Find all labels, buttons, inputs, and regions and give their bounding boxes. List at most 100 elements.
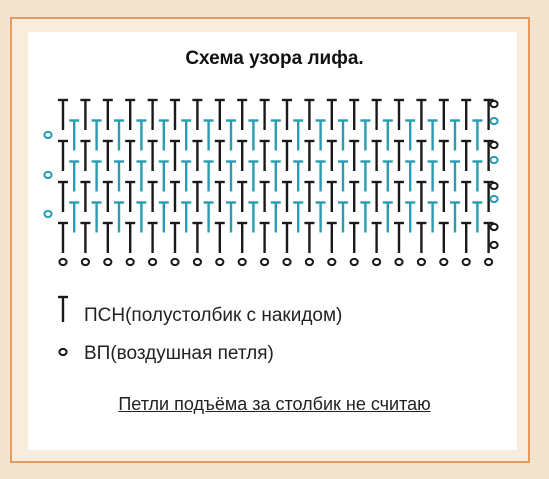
foundation-chain [237, 257, 247, 267]
hdc-stitch [371, 180, 382, 212]
hdc-stitch-teal [360, 160, 371, 192]
hdc-stitch [349, 98, 360, 130]
hdc-stitch [483, 139, 494, 171]
hdc-stitch-teal [69, 160, 80, 192]
hdc-stitch-teal [248, 160, 259, 192]
hdc-stitch-teal [427, 160, 438, 192]
hdc-stitch [125, 180, 136, 212]
hdc-stitch-teal [226, 119, 236, 151]
hdc-stitch-teal [315, 201, 326, 233]
hdc-stitch-teal [69, 119, 80, 151]
hdc-stitch-teal [91, 160, 102, 192]
turning-chain-teal [489, 116, 499, 126]
hdc-stitch-teal [114, 119, 124, 151]
hdc-stitch-teal [427, 201, 438, 233]
hdc-stitch [438, 98, 449, 130]
hdc-stitch-teal [338, 201, 348, 233]
hdc-stitch-teal [114, 201, 124, 233]
foundation-chain [394, 257, 404, 267]
hdc-stitch-teal [136, 160, 147, 192]
hdc-stitch-teal [427, 119, 438, 151]
hdc-stitch [371, 139, 382, 171]
foundation-chain [148, 257, 158, 267]
diagram-title: Схема узора лифа. [185, 48, 364, 69]
hdc-stitch-teal [315, 119, 326, 151]
hdc-stitch [282, 98, 292, 130]
hdc-stitch-teal [338, 160, 348, 192]
foundation-chain [58, 257, 68, 267]
hdc-stitch [326, 139, 337, 171]
hdc-stitch [259, 221, 270, 253]
hdc-stitch [461, 139, 472, 171]
hdc-stitch [304, 180, 315, 212]
hdc-stitch [483, 98, 494, 130]
turning-chain [489, 140, 499, 150]
footnote: Петли подъёма за столбик не считаю [118, 394, 431, 414]
hdc-stitch [326, 98, 337, 130]
hdc-stitch-teal [472, 201, 483, 233]
hdc-stitch [326, 180, 337, 212]
turning-chain [489, 240, 499, 250]
foundation-chain [125, 257, 135, 267]
turning-chain-teal [43, 130, 53, 140]
hdc-stitch [80, 180, 91, 212]
hdc-stitch [304, 98, 315, 130]
hdc-stitch-teal [136, 201, 147, 233]
hdc-stitch-teal [472, 160, 483, 192]
hdc-stitch-teal [382, 119, 393, 151]
chain-stitch-icon [58, 347, 68, 357]
hdc-stitch [259, 98, 270, 130]
hdc-stitch [483, 221, 494, 253]
turning-chain-teal [43, 209, 53, 219]
hdc-stitch [214, 180, 225, 212]
hdc-stitch [237, 139, 248, 171]
hdc-stitch [394, 180, 404, 212]
hdc-stitch [125, 139, 136, 171]
foundation-chain [260, 257, 270, 267]
hdc-stitch [483, 180, 494, 212]
turning-chain-teal [43, 170, 53, 180]
hdc-stitch [80, 98, 91, 130]
hdc-stitch [170, 98, 180, 130]
hdc-stitch [58, 139, 68, 171]
hdc-stitch-teal [158, 119, 169, 151]
hdc-stitch-teal [450, 119, 460, 151]
foundation-chain [304, 257, 314, 267]
hdc-stitch-teal [360, 201, 371, 233]
hdc-stitch-teal [450, 201, 460, 233]
hdc-stitch-teal [293, 160, 304, 192]
hdc-stitch [394, 98, 404, 130]
hdc-stitch [416, 180, 427, 212]
foundation-chain [80, 257, 91, 267]
hdc-stitch-teal [293, 201, 304, 233]
hdc-stitch [304, 139, 315, 171]
hdc-stitch [214, 98, 225, 130]
hdc-stitch [282, 139, 292, 171]
hdc-stitch [416, 98, 427, 130]
hdc-stitch [125, 98, 136, 130]
foundation-chain [103, 257, 113, 267]
hdc-stitch [192, 180, 203, 212]
hdc-stitch [102, 180, 113, 212]
hdc-stitch [102, 139, 113, 171]
hdc-stitch [461, 98, 472, 130]
hdc-stitch [282, 221, 292, 253]
hdc-stitch [237, 180, 248, 212]
hdc-stitch-teal [69, 201, 80, 233]
foundation-chain [416, 257, 426, 267]
hdc-stitch [259, 180, 270, 212]
hdc-stitch-teal [203, 201, 214, 233]
hdc-stitch-teal [203, 119, 214, 151]
hdc-stitch-teal [91, 201, 102, 233]
hdc-stitch-teal [181, 201, 192, 233]
hdc-stitch-teal [338, 119, 348, 151]
hdc-stitch [394, 221, 404, 253]
hdc-stitch [326, 221, 337, 253]
hdc-stitch [147, 139, 158, 171]
turning-chain-teal [489, 194, 499, 204]
hdc-stitch-teal [114, 160, 124, 192]
hdc-stitch [349, 221, 360, 253]
hdc-stitch [214, 221, 225, 253]
turning-chain [489, 99, 499, 109]
hdc-stitch-teal [450, 160, 460, 192]
